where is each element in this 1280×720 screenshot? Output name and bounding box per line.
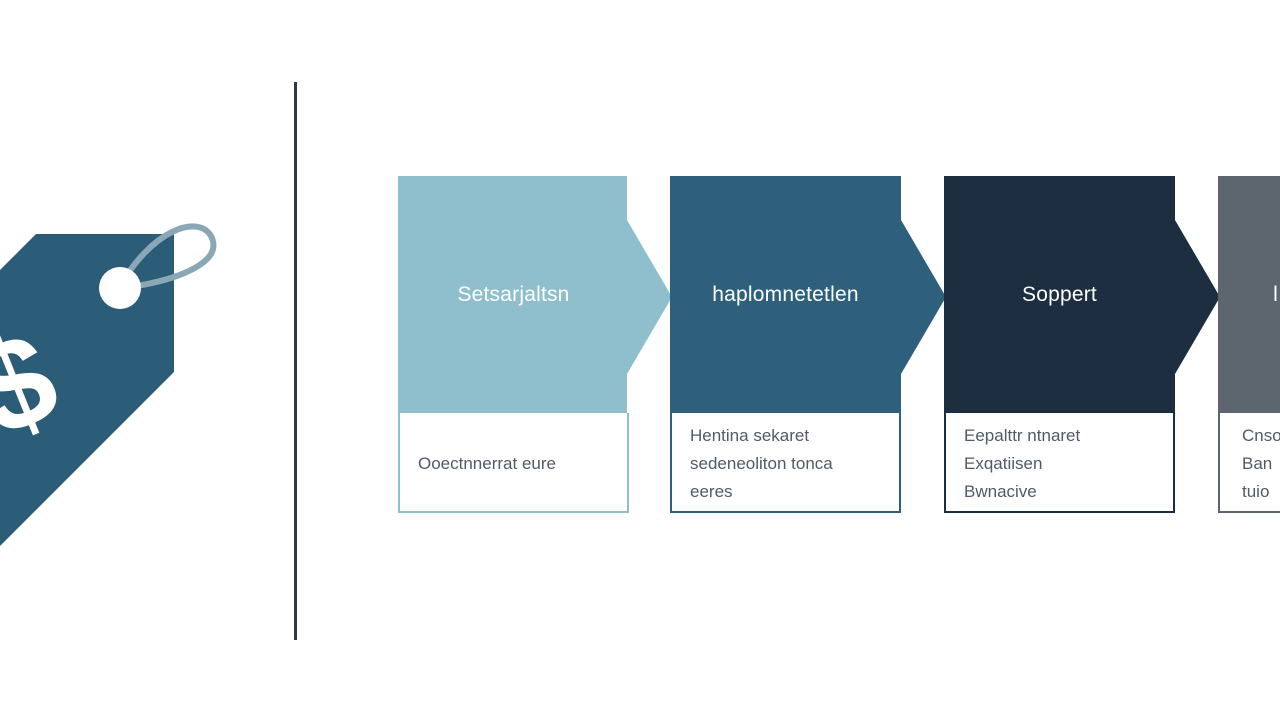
notch-marker [398,459,400,471]
notch-marker [670,459,672,471]
description-line: Cnso [1242,426,1280,445]
description-line: Bwnacive [964,482,1037,501]
notch-marker [1218,459,1220,471]
tag-hole [99,267,141,309]
stage-title: Soppert [1022,283,1097,306]
description-line: Ooectnnerrat eure [418,454,556,473]
stage-description: Cnso Ban tuio [1218,413,1280,513]
description-line: sedeneoliton tonca [690,454,833,473]
stage-title: l [1273,283,1278,306]
stage-description: Ooectnnerrat eure [398,413,629,513]
notch-marker [944,459,946,471]
stage-description: Hentina sekaret sedeneoliton tonca eeres [670,413,901,513]
description-line: Eepalttr ntnaret [964,426,1081,445]
stage-description: Eepalttr ntnaret Exqatiisen Bwnacive [944,413,1175,513]
tag-body [0,234,174,546]
description-line: Ban [1242,454,1273,473]
stage-title: haplomnetetlen [712,283,859,306]
description-line: eeres [690,482,733,501]
stage-header: Setsarjaltsn [398,176,678,414]
stage-title: Setsarjaltsn [457,283,570,306]
description-line: Hentina sekaret [690,426,810,445]
stage-header: haplomnetetlen [670,176,950,414]
stage-header: l [1218,176,1280,414]
tag-string [115,223,217,293]
vertical-divider [294,82,297,640]
price-tag-icon: $ [0,223,217,546]
stage-header: Soppert [944,176,1224,414]
description-line: Exqatiisen [964,454,1043,473]
description-line: tuio [1242,482,1270,501]
